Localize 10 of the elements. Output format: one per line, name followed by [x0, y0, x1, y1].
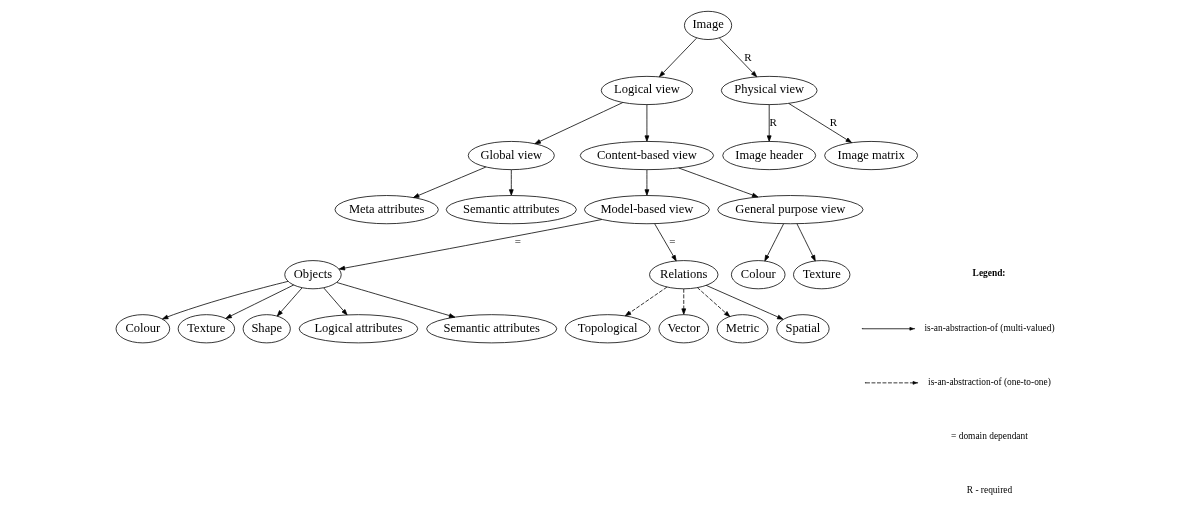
label: Legend:	[972, 268, 1005, 279]
legend-label: is-an-abstraction-of (multi-valued)	[923, 323, 1055, 334]
edge-label: R	[768, 115, 777, 128]
edge-label: R	[829, 115, 837, 128]
legend-label: R - required	[966, 485, 1012, 496]
edge-label: R	[743, 50, 752, 63]
edge-label: =	[514, 235, 521, 248]
legend-label: = domain dependant	[950, 431, 1028, 442]
edge-label: =	[668, 235, 675, 248]
legend-label: is-an-abstraction-of (one-to-one)	[927, 377, 1051, 388]
